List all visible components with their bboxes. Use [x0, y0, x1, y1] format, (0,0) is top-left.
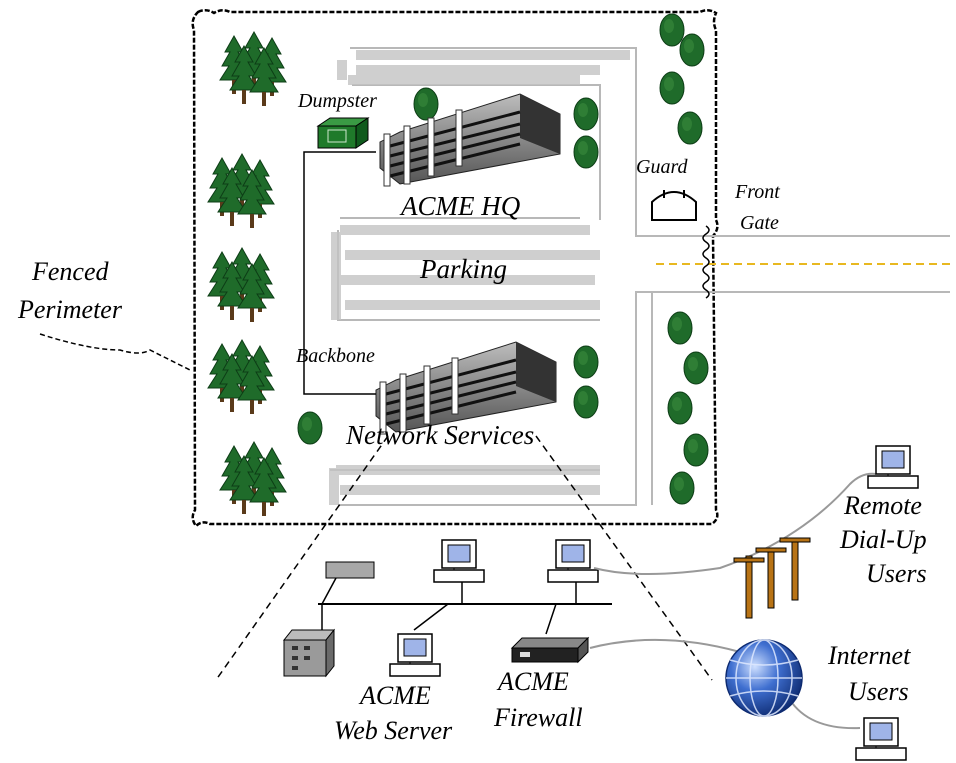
- parking-label: Parking: [420, 254, 507, 284]
- guard-house-icon: [651, 190, 697, 221]
- backbone-line: [303, 151, 376, 395]
- backbone-label: Backbone: [296, 345, 375, 367]
- fenced-perimeter-pointer: [39, 333, 191, 371]
- internet-globe-icon: [725, 639, 803, 717]
- internet-user-computer-icon: [855, 717, 907, 761]
- lan-workstation-1-icon: [433, 539, 485, 583]
- internet-users-label-line2: Users: [848, 677, 909, 706]
- front-gate-label-line2: Gate: [740, 212, 779, 234]
- fenced-perimeter-label-line1: Fenced: [32, 257, 109, 286]
- internet-users-label-line1: Internet: [828, 641, 911, 670]
- network-hub-icon: [321, 561, 375, 630]
- dumpster-icon: [316, 117, 370, 149]
- dial-up-line: [593, 472, 877, 575]
- fenced-perimeter-label-line2: Perimeter: [18, 295, 122, 324]
- remote-user-computer-icon: [867, 445, 919, 489]
- guard-label: Guard: [636, 156, 688, 178]
- dumpster-label: Dumpster: [298, 90, 377, 112]
- front-gate-label-line1: Front: [735, 181, 780, 203]
- web-server-label-line1: ACME: [360, 681, 431, 710]
- firewall-label-line1: ACME: [498, 667, 569, 696]
- web-server-icon: [389, 633, 441, 677]
- firewall-label-line2: Firewall: [494, 703, 583, 732]
- remote-users-label-line2: Dial-Up: [840, 525, 927, 554]
- internet-user-line: [789, 699, 861, 730]
- network-services-label: Network Services: [346, 420, 535, 450]
- front-gate-line: [702, 225, 710, 299]
- acme-hq-label: ACME HQ: [401, 191, 521, 221]
- remote-users-label-line1: Remote: [844, 491, 922, 520]
- lan-workstation-2-icon: [547, 539, 599, 583]
- server-rack-icon: [282, 628, 336, 678]
- firewall-icon: [510, 636, 590, 664]
- remote-users-label-line3: Users: [866, 559, 927, 588]
- web-server-label-line2: Web Server: [334, 716, 453, 745]
- parking-scribble: [329, 50, 630, 505]
- internet-line: [589, 638, 741, 653]
- telephone-poles-icon: [733, 537, 811, 619]
